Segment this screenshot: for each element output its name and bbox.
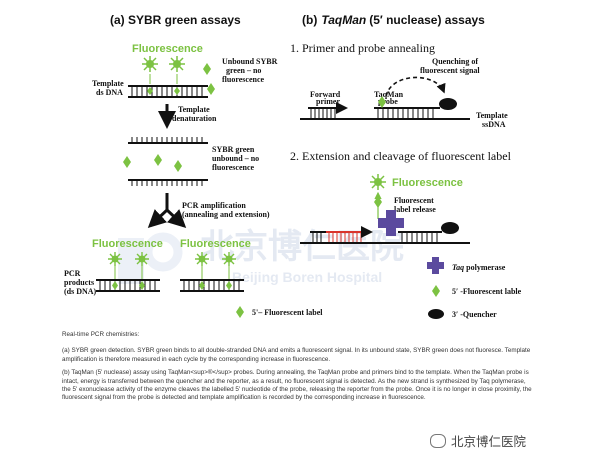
- fluor-glow-star: [370, 174, 386, 190]
- panel-b-title-rest: (5′ nuclease) assays: [369, 13, 485, 27]
- fluor-label-legend-diamond: [236, 306, 244, 318]
- taq-polymerase: [378, 210, 404, 236]
- quencher-ellipse: [439, 98, 457, 110]
- released-reporter-diamond: [374, 196, 382, 208]
- tmpl-label-2: ssDNA: [482, 120, 506, 129]
- pcr-product-right: [180, 279, 244, 292]
- template-label-2: ds DNA: [96, 88, 123, 97]
- fwd-primer-label-1: Forward: [310, 90, 341, 99]
- panel-b-title-prefix: (b): [302, 13, 317, 27]
- legend-fluor-swatch: [432, 285, 440, 297]
- denat-label-2: denaturation: [172, 114, 217, 123]
- products-label-2: products: [64, 278, 94, 287]
- caption-para-b: (b) TaqMan (5' nuclease) assay using Taq…: [62, 369, 532, 402]
- panel-a-fluorescence-top: Fluorescence: [132, 43, 203, 55]
- step1-heading: 1. Primer and probe annealing: [290, 41, 435, 55]
- fluor-glow-star: [222, 252, 236, 266]
- quench-label-2: fluorescent signal: [420, 66, 480, 75]
- sybr-free-diamond: [174, 160, 182, 172]
- sybr-free-diamond: [154, 154, 162, 166]
- quench-dashed-arrow: [385, 76, 446, 97]
- denatured-strand-bottom: [128, 179, 208, 186]
- denat-label-1: Template: [178, 105, 210, 114]
- legend-taq-italic: Taq: [452, 263, 464, 272]
- brand-footer: 北京博仁医院: [430, 431, 526, 450]
- sybr-unbound-label-1: SYBR green: [212, 145, 255, 154]
- legend-taq-rest: polymerase: [466, 263, 506, 272]
- legend-quencher: 3′ -Quencher: [452, 310, 497, 319]
- fluor-glow-star: [195, 252, 209, 266]
- products-label-1: PCR: [64, 269, 81, 278]
- products-fluorescence-right: Fluorescence: [180, 238, 251, 250]
- pcr-label-1: PCR amplification: [182, 201, 246, 210]
- probe-label-1: TaqMan: [374, 90, 404, 99]
- sybr-unbound-diamond: [207, 83, 215, 95]
- fluor-glow-star: [108, 252, 122, 266]
- pcr-product-left: [96, 279, 160, 292]
- fluor-label-legend: 5'– Fluorescent label: [252, 308, 323, 317]
- watermark-logo-ring: [143, 232, 183, 272]
- products-fluorescence-left: Fluorescence: [92, 238, 163, 250]
- sybr-bound-diamond: [112, 281, 118, 290]
- legend-fluor: 5′ -Fluorescent lable: [452, 287, 522, 296]
- sybr-bound-diamond: [199, 281, 205, 290]
- fwd-primer-label-2: primer: [316, 97, 340, 106]
- quench-label-1: Quenching of: [432, 57, 478, 66]
- pcr-label-2: (annealing and extension): [182, 210, 270, 219]
- unbound-label-2: green – no: [226, 66, 261, 75]
- fluor-glow-star: [135, 252, 149, 266]
- products-label-3: (ds DNA): [64, 287, 97, 296]
- taqman-probe: [374, 107, 440, 118]
- tmpl-label-1: Template: [476, 111, 508, 120]
- pcr-chemistry-diagram: 北京博仁医院 Beijing Boren Hospital (a) SYBR g…: [64, 13, 522, 319]
- step2-fluorescence: Fluorescence: [392, 177, 463, 189]
- brand-name: 北京博仁医院: [451, 434, 527, 449]
- sybr-unbound-label-3: fluorescence: [212, 163, 255, 172]
- unbound-label-3: fluorescence: [222, 75, 265, 84]
- legend-polymerase-swatch: [427, 257, 444, 274]
- panel-b-title-italic: TaqMan: [321, 13, 366, 27]
- release-label-1: Fluorescent: [394, 196, 434, 205]
- sybr-free-diamond: [123, 156, 131, 168]
- template-dsdna: [128, 85, 208, 98]
- wechat-icon: [430, 434, 446, 448]
- pcr-amplification-arrow: [147, 193, 187, 229]
- extended-strand: [310, 226, 373, 242]
- figure-caption: Real-time PCR chemistries: (a) SYBR gree…: [62, 331, 532, 408]
- denatured-strand-top: [128, 137, 208, 144]
- unbound-label-1: Unbound SYBR: [222, 57, 278, 66]
- fluor-glow-star: [142, 56, 158, 72]
- fluor-glow-star: [169, 56, 185, 72]
- sybr-unbound-diamond: [203, 63, 211, 75]
- legend-quencher-swatch: [428, 309, 444, 319]
- reporter-diamond: [378, 96, 386, 108]
- sybr-bound-diamond: [226, 281, 232, 290]
- cleaved-probe: [398, 231, 442, 242]
- sybr-bound-diamond: [174, 87, 180, 95]
- caption-para-a: (a) SYBR green detection. SYBR green bin…: [62, 347, 531, 363]
- quencher-ellipse-step2: [441, 222, 459, 234]
- sybr-bound-diamond: [139, 281, 145, 290]
- forward-primer: [308, 102, 348, 118]
- watermark-en: Beijing Boren Hospital: [232, 269, 382, 285]
- release-label-2: label release: [394, 205, 436, 214]
- panel-a-title: (a) SYBR green assays: [110, 13, 241, 27]
- template-label-1: Template: [92, 79, 124, 88]
- panel-b-title: (b) TaqMan(5′ nuclease) assays: [302, 13, 485, 27]
- probe-label-2: probe: [378, 97, 398, 106]
- step2-heading: 2. Extension and cleavage of fluorescent…: [290, 149, 512, 163]
- caption-title: Real-time PCR chemistries:: [62, 331, 140, 338]
- sybr-bound-diamond: [147, 87, 153, 95]
- sybr-unbound-label-2: unbound – no: [212, 154, 259, 163]
